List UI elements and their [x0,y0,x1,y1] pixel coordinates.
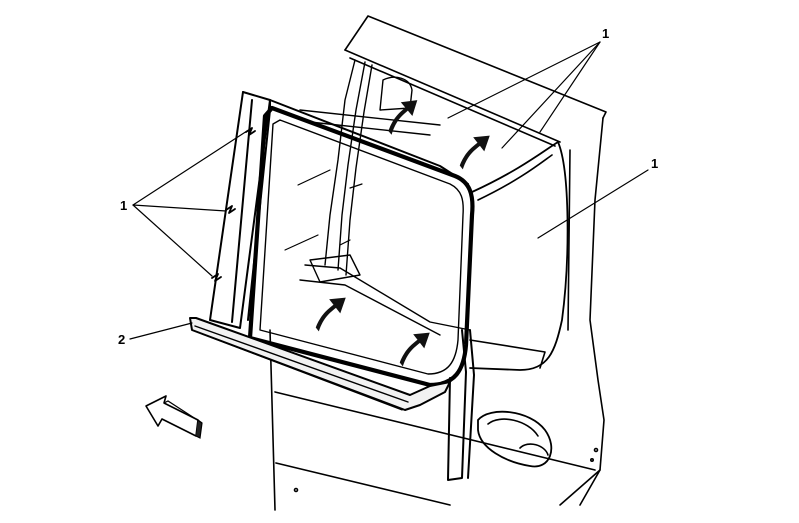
retainer-clips [211,127,256,282]
callout-leaders [129,41,649,340]
install-motion-arrow-icon [459,135,490,170]
window-run-channel [209,91,475,481]
door-inner-frame [299,59,471,336]
callout-1-right: 1 [651,156,658,171]
install-motion-arrow-icon [399,332,430,367]
window-seal-strip [189,317,451,411]
front-direction-arrow-icon [145,395,203,439]
callout-1-top-right: 1 [602,26,609,41]
install-motion-arrow-icon [315,297,346,332]
window-glass-panel [247,105,475,388]
install-motion-arrow-icon [388,100,418,135]
install-motion-arrows [315,100,490,367]
callout-1-left: 1 [120,198,127,213]
callout-2-seal: 2 [118,332,125,347]
